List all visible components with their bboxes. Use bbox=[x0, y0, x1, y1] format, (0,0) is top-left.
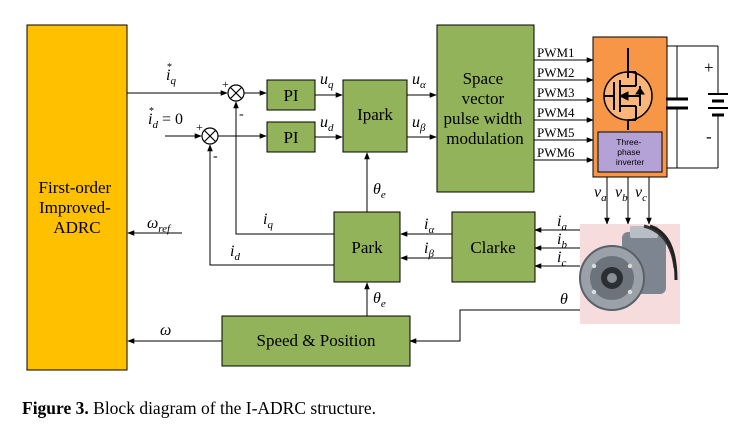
svg-text:va: va bbox=[594, 184, 607, 204]
dc-minus-sign: - bbox=[706, 127, 712, 146]
inverter-block: Three- phase inverter bbox=[592, 36, 668, 178]
svg-text:θe: θe bbox=[373, 290, 386, 310]
pwm-lines bbox=[534, 57, 594, 163]
mosfet-icon bbox=[603, 48, 653, 130]
clarke-label: Clarke bbox=[470, 238, 515, 257]
uq-label: uq bbox=[320, 71, 334, 91]
svg-text:id= 0: id= 0 bbox=[148, 111, 183, 131]
ic-label: ic bbox=[557, 249, 566, 269]
pi-label-d: PI bbox=[283, 128, 298, 147]
pwm3-label: PWM3 bbox=[537, 85, 575, 100]
svg-text:ic: ic bbox=[557, 249, 566, 269]
svg-text:uq: uq bbox=[320, 71, 334, 91]
svg-text:vb: vb bbox=[615, 184, 628, 204]
svg-text:ib: ib bbox=[557, 231, 567, 251]
adrc-label: First-order Improved- ADRC bbox=[39, 178, 116, 237]
ibeta-label: iβ bbox=[424, 240, 434, 260]
ia-label: ia bbox=[557, 213, 567, 233]
sum-junction-q bbox=[227, 84, 245, 102]
omega-ref-label: ωref bbox=[147, 215, 172, 235]
svg-text:*: * bbox=[167, 62, 172, 73]
iq-feedback-line bbox=[233, 101, 334, 235]
svg-text:uα: uα bbox=[412, 71, 426, 91]
pwm6-label: PWM6 bbox=[537, 145, 575, 160]
ipark-label: Ipark bbox=[357, 105, 393, 124]
id-ref-label: id= 0 * bbox=[148, 106, 183, 131]
svg-text:iq: iq bbox=[263, 211, 273, 231]
pi-label-q: PI bbox=[283, 86, 298, 105]
svg-text:θ: θ bbox=[560, 291, 568, 308]
caption-label: Figure 3. bbox=[22, 398, 89, 418]
pwm2-label: PWM2 bbox=[537, 65, 575, 80]
clarke-park-lines bbox=[400, 231, 452, 261]
park-block bbox=[333, 211, 401, 283]
vb-label: vb bbox=[615, 184, 628, 204]
plus-sign-d: + bbox=[196, 120, 203, 134]
dc-bus bbox=[666, 45, 728, 169]
clarke-block bbox=[451, 211, 536, 283]
theta-e-label-lower: θe bbox=[373, 290, 386, 310]
vc-label: vc bbox=[635, 184, 647, 204]
pi-block-d bbox=[266, 121, 316, 153]
ubeta-label: uβ bbox=[412, 114, 426, 134]
inverter-output-lines bbox=[604, 177, 652, 225]
ib-label: ib bbox=[557, 231, 567, 251]
dc-plus-sign: + bbox=[704, 58, 714, 77]
inverter-label: Three- phase inverter bbox=[616, 137, 645, 167]
svg-text:iα: iα bbox=[424, 216, 434, 236]
svg-text:ω: ω bbox=[160, 322, 171, 339]
ualpha-label: uα bbox=[412, 71, 426, 91]
iq-ref-label: iq * bbox=[166, 62, 176, 87]
iq-label: iq bbox=[263, 211, 273, 231]
ialpha-label: iα bbox=[424, 216, 434, 236]
pwm5-label: PWM5 bbox=[537, 125, 575, 140]
svg-text:iq: iq bbox=[166, 67, 176, 87]
svg-text:id: id bbox=[230, 243, 240, 263]
theta-label: θ bbox=[560, 291, 568, 308]
pwm1-label: PWM1 bbox=[537, 45, 575, 60]
speed-position-label: Speed & Position bbox=[256, 331, 376, 350]
sum-junction-d bbox=[201, 127, 219, 145]
omega-label: ω bbox=[160, 322, 171, 339]
svpwm-label: Space vector pulse width modulation bbox=[443, 69, 526, 148]
svpwm-block bbox=[436, 24, 535, 193]
minus-sign-q: - bbox=[239, 107, 244, 122]
id-label: id bbox=[230, 243, 240, 263]
id-feedback-line bbox=[207, 144, 334, 266]
ud-label: ud bbox=[320, 114, 334, 134]
adrc-block bbox=[26, 24, 128, 371]
svg-text:ωref: ωref bbox=[147, 215, 172, 235]
plus-sign-q: + bbox=[222, 77, 229, 91]
park-label: Park bbox=[351, 238, 383, 257]
svg-text:uβ: uβ bbox=[412, 114, 426, 134]
figure-caption: Figure 3. Block diagram of the I-ADRC st… bbox=[22, 398, 376, 419]
svg-text:*: * bbox=[149, 106, 154, 117]
svg-text:ud: ud bbox=[320, 114, 334, 134]
phase-current-lines bbox=[534, 227, 580, 269]
ipark-block bbox=[342, 79, 408, 153]
theta-line bbox=[409, 309, 580, 344]
pwm4-label: PWM4 bbox=[537, 105, 575, 120]
caption-text: Block diagram of the I-ADRC structure. bbox=[88, 398, 376, 418]
theta-e-label-upper: θe bbox=[373, 181, 386, 201]
svg-text:θe: θe bbox=[373, 181, 386, 201]
motor-image bbox=[579, 224, 680, 324]
minus-sign-d: - bbox=[213, 149, 218, 164]
svg-text:iβ: iβ bbox=[424, 240, 434, 260]
svg-text:vc: vc bbox=[635, 184, 647, 204]
svg-text:ia: ia bbox=[557, 213, 567, 233]
speed-position-block bbox=[221, 315, 411, 367]
va-label: va bbox=[594, 184, 607, 204]
